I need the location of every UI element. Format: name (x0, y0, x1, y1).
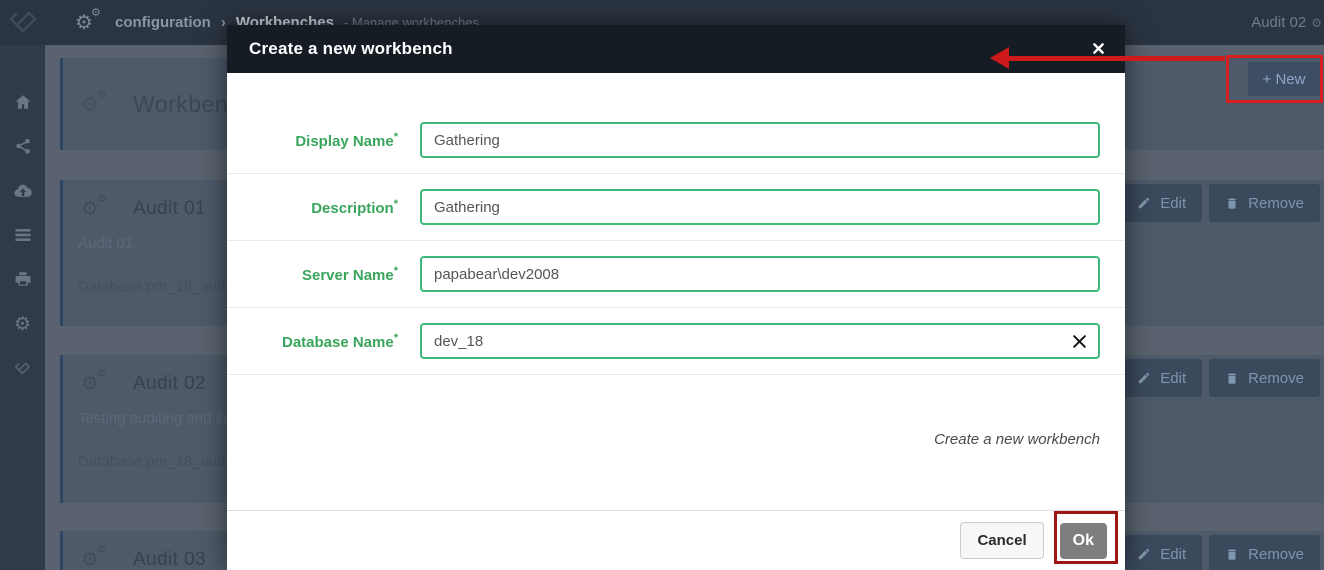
card-description: Audit 01 (78, 235, 134, 252)
list-icon[interactable] (0, 220, 45, 250)
required-marker: * (393, 264, 398, 277)
cancel-button[interactable]: Cancel (960, 522, 1044, 559)
field-label: Display Name* (295, 130, 398, 150)
required-marker: * (393, 331, 398, 344)
cogs-icon: ⚙⚙ (81, 193, 107, 220)
x-clear-icon[interactable] (1070, 332, 1088, 350)
field-label: Description* (311, 197, 398, 217)
breadcrumb-separator-icon: › (220, 14, 226, 31)
modal-title: Create a new workbench (249, 39, 453, 58)
edit-button[interactable]: Edit (1121, 184, 1203, 222)
modal-hint-text: Create a new workbench (934, 431, 1100, 448)
modal-footer: Cancel Ok (227, 510, 1125, 570)
create-workbench-modal: Create a new workbench Display Name* Des… (227, 25, 1125, 570)
highlight-rect-new-button (1226, 55, 1323, 103)
edit-button[interactable]: Edit (1121, 359, 1203, 397)
annotation-arrow (1008, 56, 1225, 61)
card-database-line: Database pm_18_audit_ (78, 453, 242, 470)
close-icon[interactable] (1089, 39, 1107, 57)
remove-label: Remove (1248, 194, 1304, 212)
settings-icon[interactable]: ⚙ (13, 313, 32, 335)
server-name-input[interactable] (420, 256, 1100, 292)
remove-button[interactable]: Remove (1209, 184, 1320, 222)
edit-button[interactable]: Edit (1121, 535, 1203, 570)
database-name-input[interactable] (420, 323, 1100, 359)
card-database-line: Database pm_18_audit_ (78, 278, 242, 295)
field-row-server-name: Server Name* (227, 241, 1125, 308)
card-title: Audit 03 (133, 548, 206, 570)
description-input[interactable] (420, 189, 1100, 225)
trash-icon (1228, 548, 1237, 560)
trash-icon (1228, 197, 1237, 209)
edit-label: Edit (1160, 194, 1187, 212)
remove-button[interactable]: Remove (1209, 359, 1320, 397)
header-user-menu[interactable]: Audit 02 ⚙ (1251, 0, 1322, 45)
gear-icon: ⚙ (1311, 15, 1322, 30)
pencil-icon (1139, 372, 1150, 384)
logo-diamond-icon[interactable] (0, 353, 45, 383)
cogs-icon: ⚙⚙ (81, 368, 107, 395)
cogs-icon: ⚙⚙ (75, 7, 101, 34)
ok-button[interactable]: Ok (1059, 522, 1107, 559)
modal-header: Create a new workbench (227, 25, 1125, 73)
app-logo-icon[interactable] (0, 0, 45, 45)
card-title: Audit 01 (133, 197, 206, 219)
remove-label: Remove (1248, 369, 1304, 387)
header-user-label: Audit 02 (1251, 14, 1307, 31)
cloud-upload-icon[interactable] (0, 176, 45, 206)
card-description: Testing auditing and sql (78, 410, 235, 427)
pencil-icon (1139, 548, 1150, 560)
remove-label: Remove (1248, 545, 1304, 563)
edit-label: Edit (1160, 545, 1187, 563)
required-marker: * (393, 197, 398, 210)
pencil-icon (1139, 197, 1150, 209)
share-icon[interactable] (0, 131, 45, 161)
field-row-display-name: Display Name* (227, 107, 1125, 174)
sidebar: ⚙ (0, 45, 45, 570)
new-workbench-button[interactable]: + New (1248, 62, 1320, 96)
highlight-rect-ok-button (1054, 511, 1118, 564)
print-icon[interactable] (0, 264, 45, 294)
trash-icon (1228, 372, 1237, 384)
modal-body: Display Name* Description* Server Name* (227, 73, 1125, 448)
edit-label: Edit (1160, 369, 1187, 387)
breadcrumb-section[interactable]: configuration (115, 14, 211, 31)
display-name-input[interactable] (420, 122, 1100, 158)
field-label: Database Name* (281, 331, 398, 351)
cogs-icon: ⚙⚙ (81, 88, 107, 116)
required-marker: * (393, 130, 398, 143)
cogs-icon: ⚙⚙ (81, 544, 107, 570)
card-title: Audit 02 (133, 372, 206, 394)
field-label: Server Name* (301, 264, 398, 284)
remove-button[interactable]: Remove (1209, 535, 1320, 570)
home-icon[interactable] (0, 87, 45, 117)
field-row-database-name: Database Name* (227, 308, 1125, 375)
field-row-description: Description* (227, 174, 1125, 241)
annotation-arrow-head-icon (990, 47, 1009, 69)
